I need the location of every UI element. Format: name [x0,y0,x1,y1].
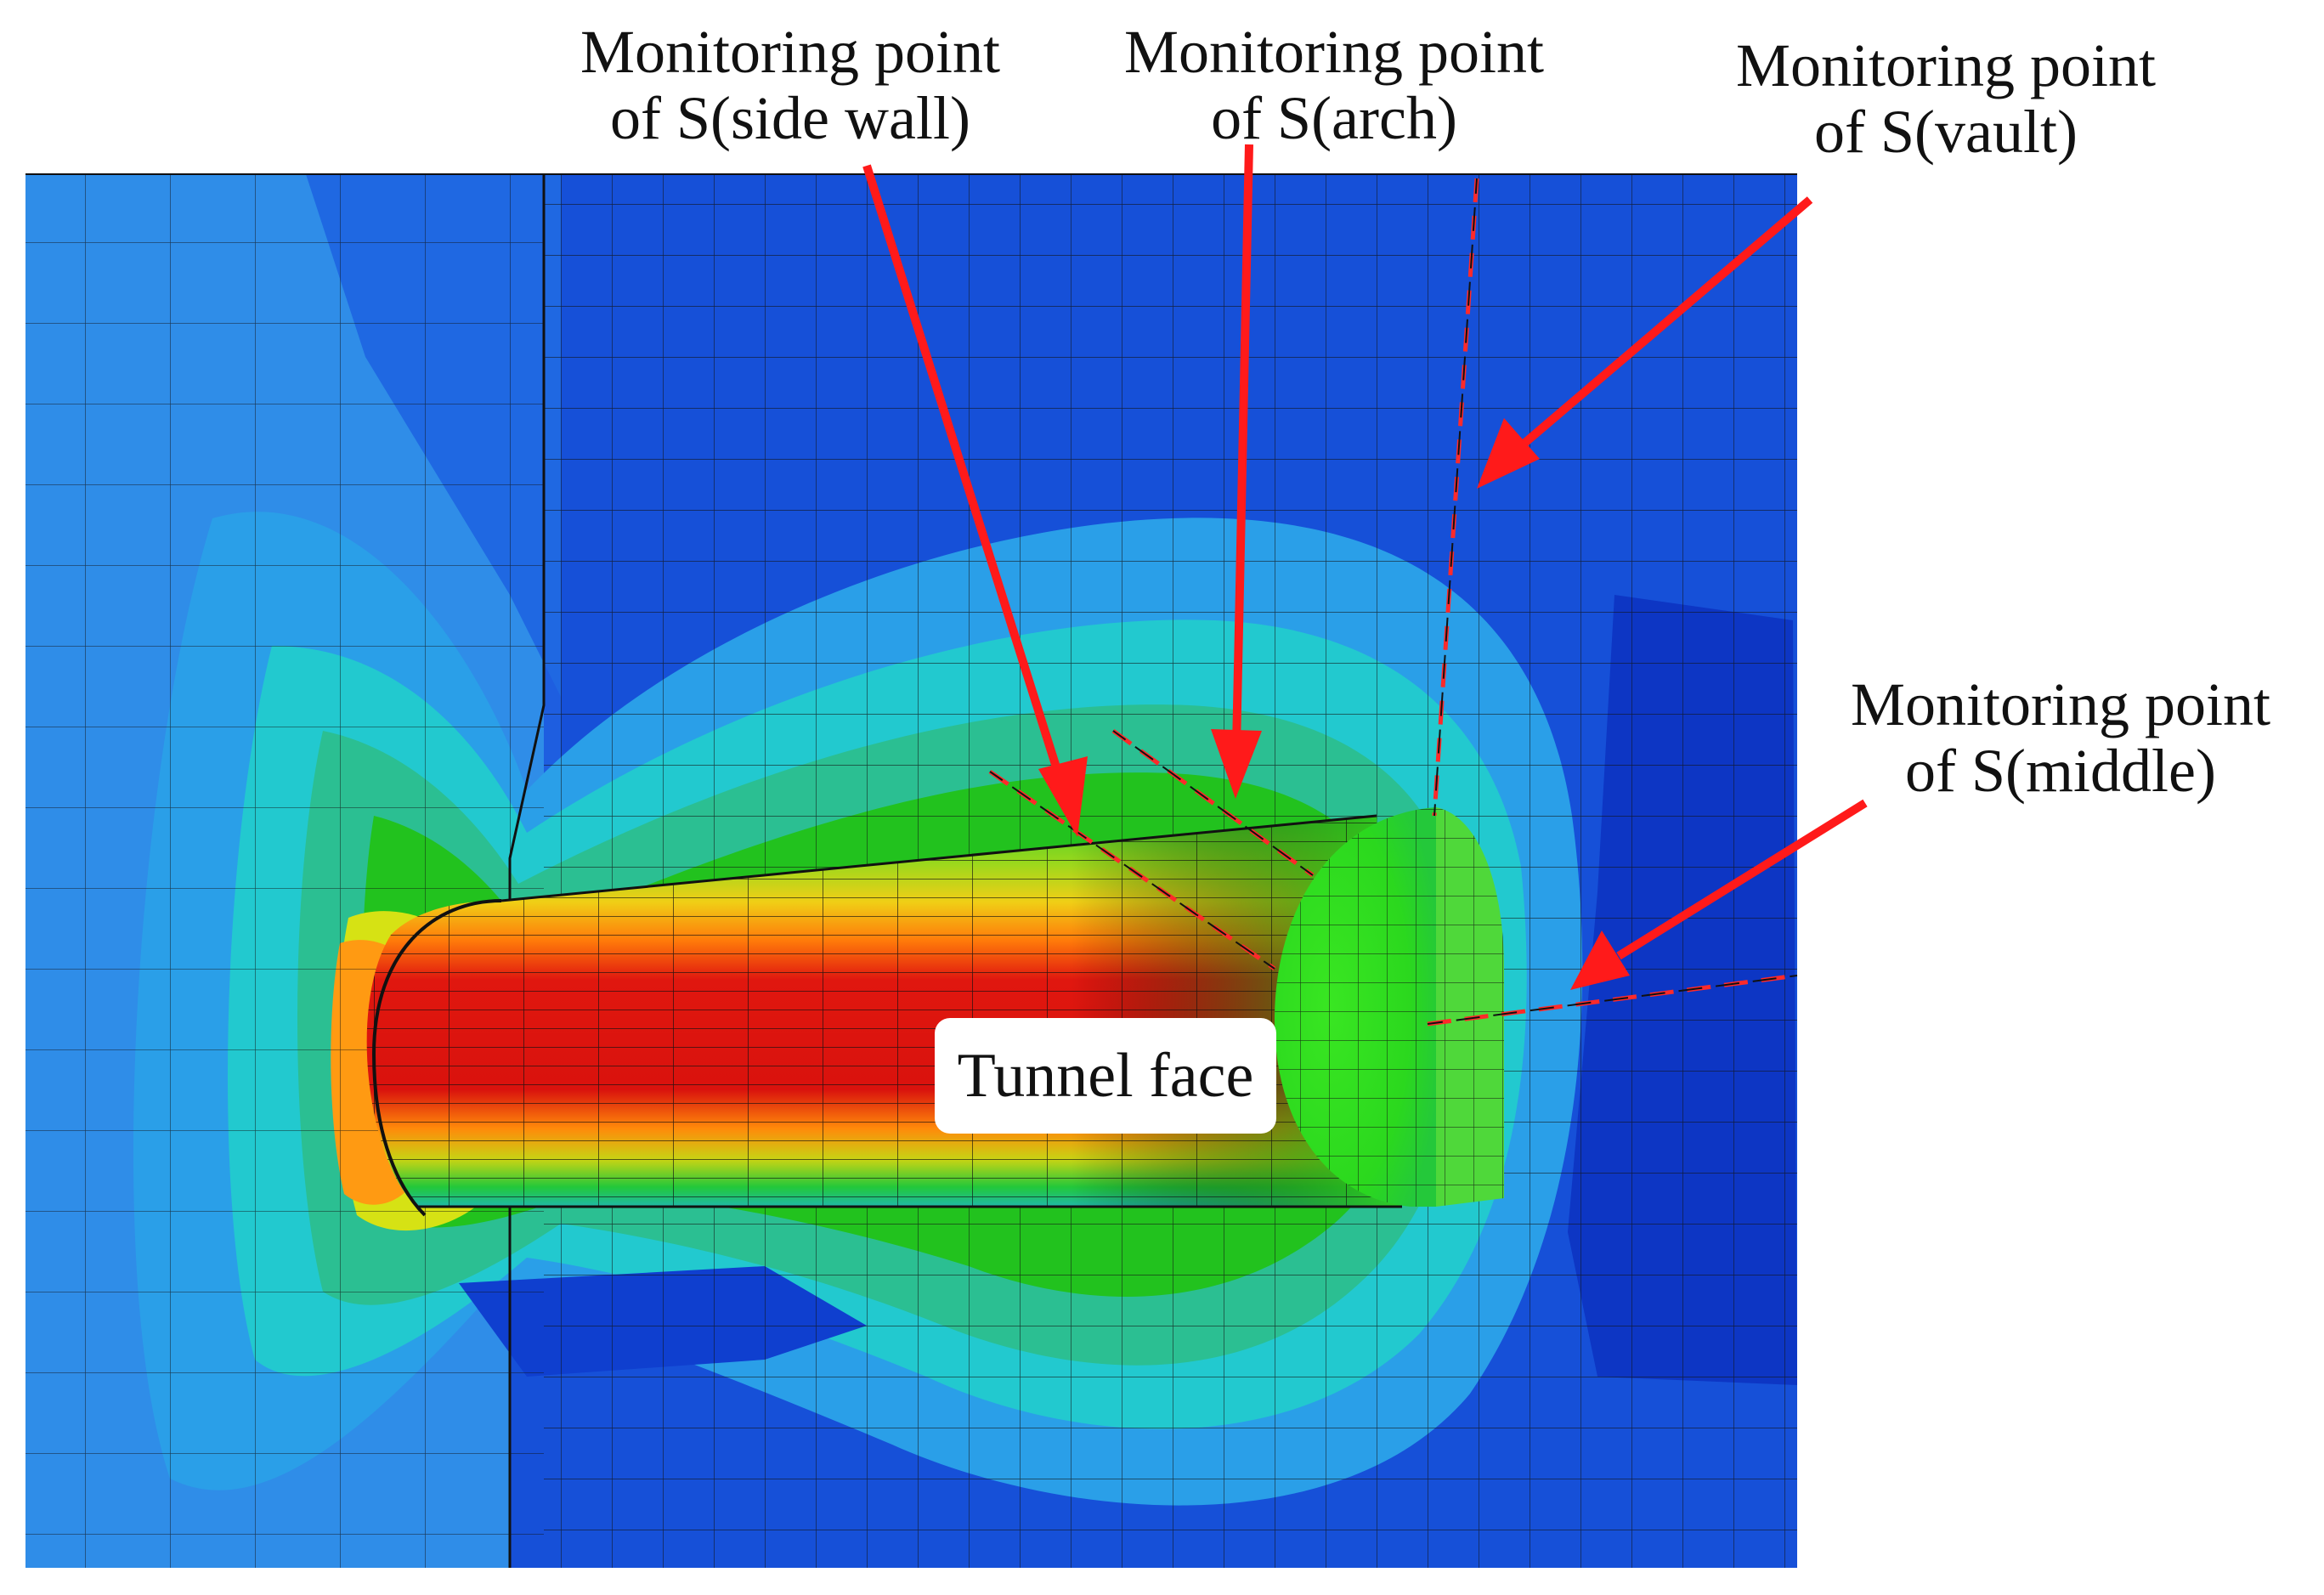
middle-dashed-line-dark [1427,975,1798,1025]
tunnel-opening-rim [371,899,502,1217]
side-wall-arrowhead [1038,756,1088,837]
arch-arrowhead [1211,729,1262,799]
side-wall-arrow-shaft [862,164,1066,788]
side-wall-dashed-line-dark [989,771,1275,970]
middle-arrowhead [1570,930,1630,990]
callout-side-wall: Monitoring point of S(side wall) [527,19,1054,151]
vault-dashed-line-dark [1433,178,1478,817]
tunnel-face-mesh [1275,807,1436,1207]
tunnel-face-label: Tunnel face [935,1018,1276,1134]
callout-vault-line2: of S(vault) [1814,98,2078,166]
arch-arrow-shaft [1232,144,1253,749]
tunnel-face-right-mesh [1436,807,1504,1207]
arrows [862,144,1868,990]
callout-side-wall-line2: of S(side wall) [610,84,970,152]
callout-middle-line2: of S(middle) [1905,737,2216,805]
callout-arch-line1: Monitoring point [1123,18,1544,86]
callout-arch-line2: of S(arch) [1211,84,1457,152]
callout-vault: Monitoring point of S(vault) [1682,32,2209,165]
callout-middle: Monitoring point of S(middle) [1801,671,2320,804]
callout-middle-line1: Monitoring point [1850,670,2270,738]
vault-arrow-shaft [1518,196,1813,450]
edge-corner [508,174,546,1568]
vault-arrowhead [1477,418,1540,489]
middle-arrow-shaft [1616,799,1868,960]
mesh-overlay-left [25,174,544,1568]
monitoring-lines [988,178,1798,1027]
callout-side-wall-line1: Monitoring point [580,18,1000,86]
callout-vault-line1: Monitoring point [1735,31,2156,99]
tunnel-outline [416,814,1402,1208]
arch-dashed-line-dark [1112,730,1314,876]
callout-arch: Monitoring point of S(arch) [1071,19,1597,151]
